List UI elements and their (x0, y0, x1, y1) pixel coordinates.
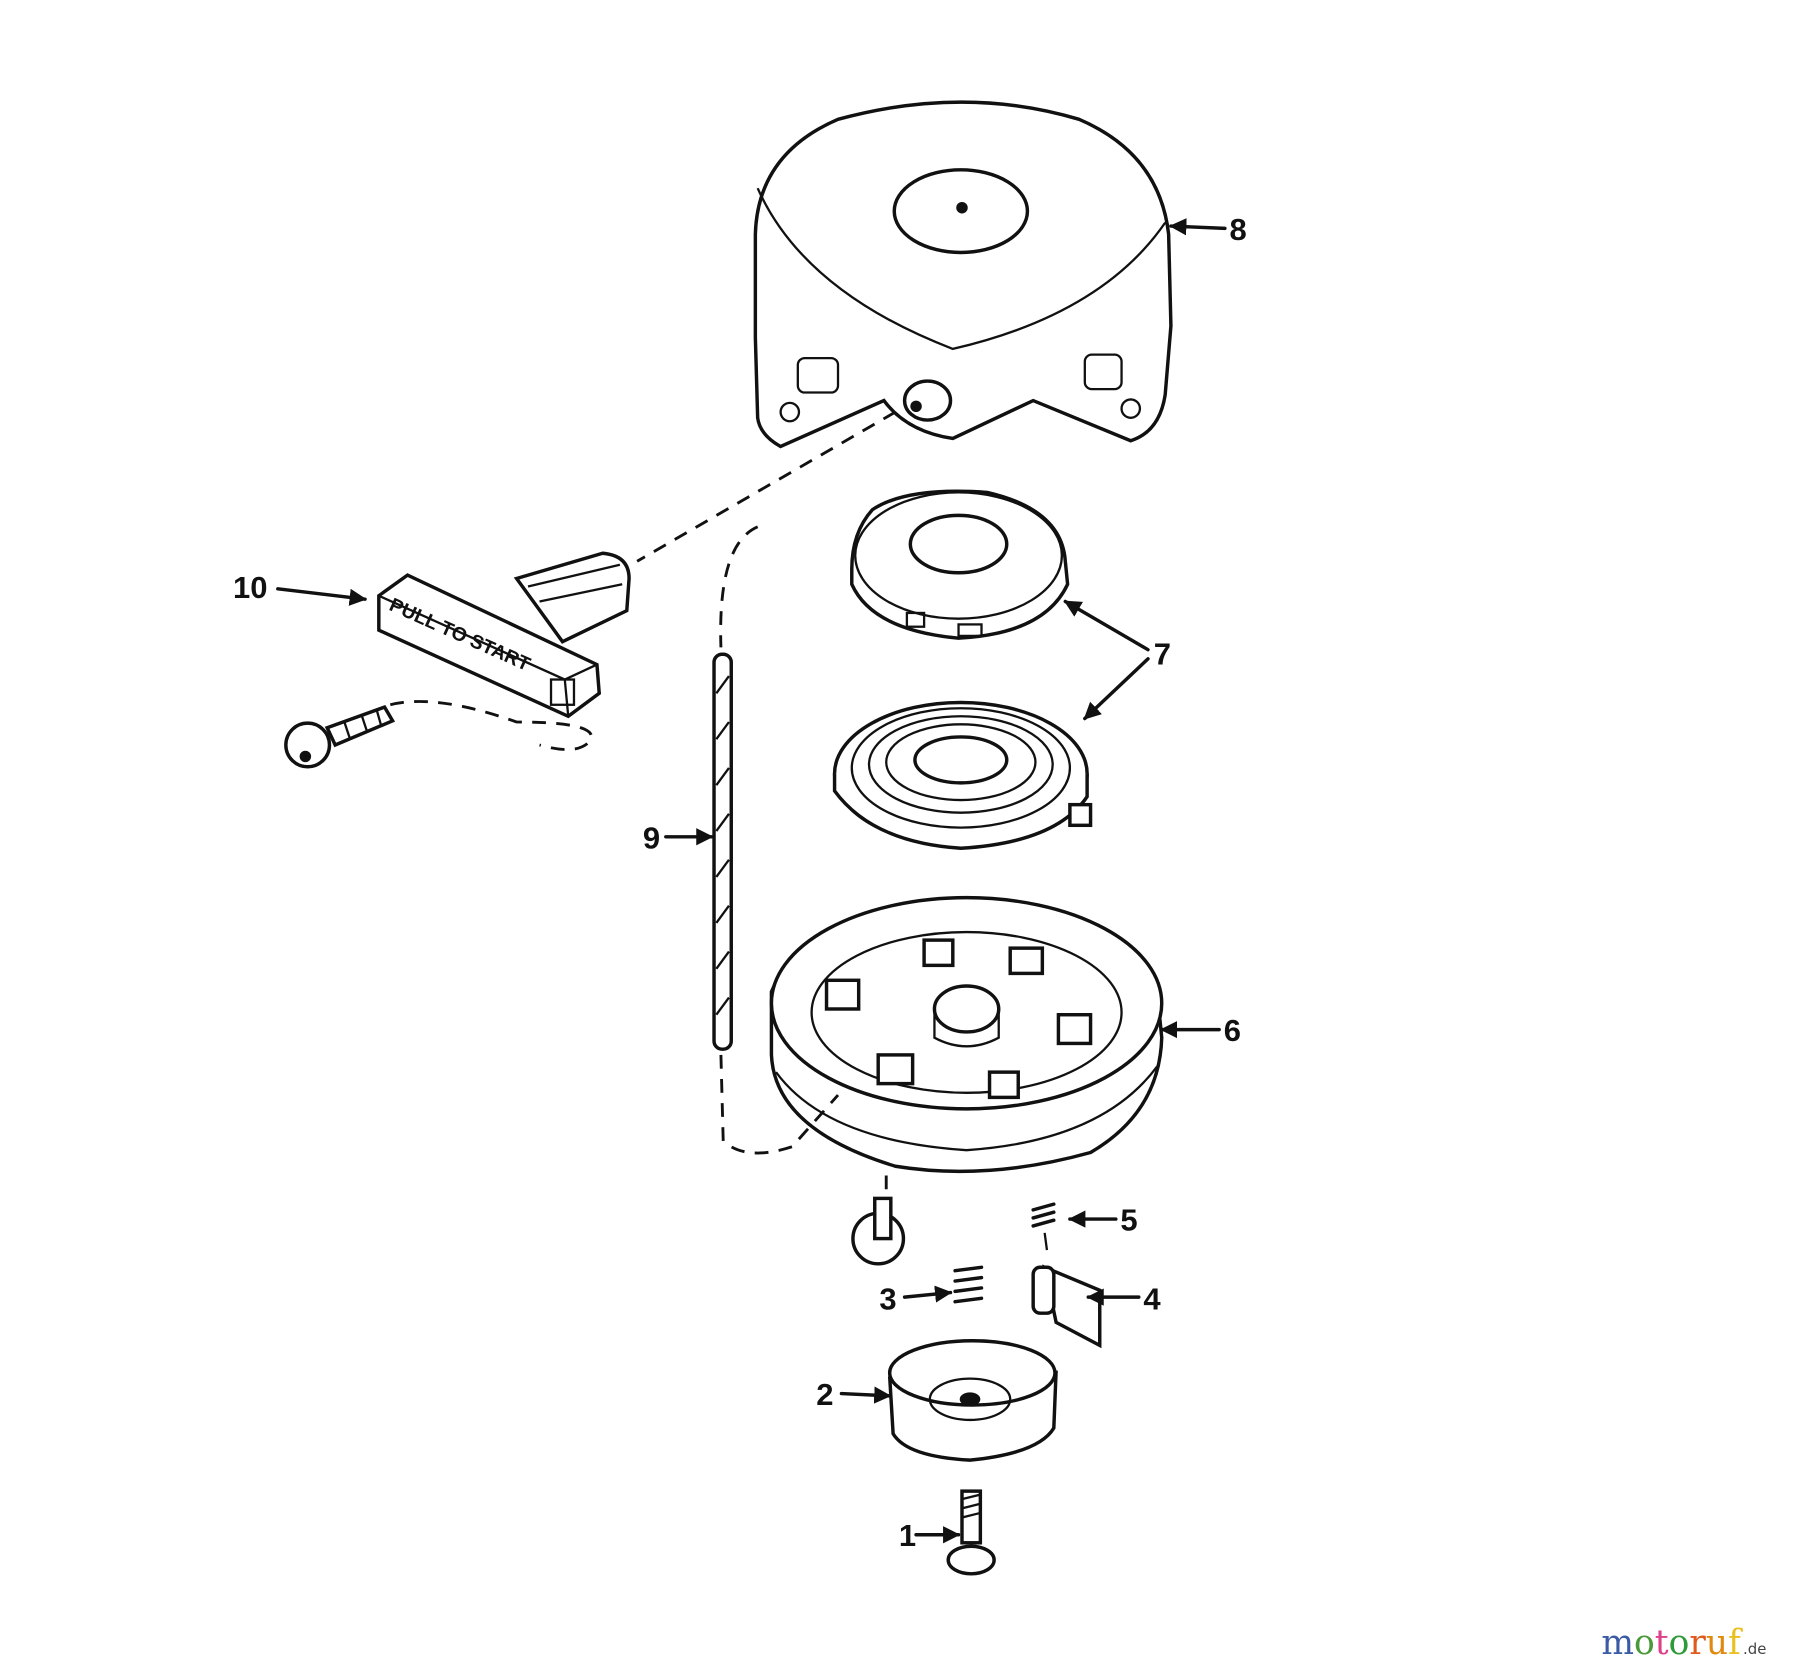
housing-part-8 (753, 100, 1173, 449)
starter-rope-part-9 (712, 652, 733, 1051)
part-label-5: 5 (1120, 1203, 1137, 1238)
part-label-4: 4 (1143, 1282, 1161, 1317)
rope-path-line (636, 410, 897, 563)
part-label-1: 1 (899, 1518, 916, 1553)
retainer-screw (851, 1196, 906, 1266)
callout-arrows (276, 218, 1227, 1544)
watermark-letter: t (1655, 1623, 1669, 1663)
watermark-letter: u (1706, 1623, 1728, 1663)
shoulder-screw-part-1 (946, 1489, 996, 1576)
rope-path-line (719, 525, 759, 648)
watermark-letter: o (1634, 1623, 1655, 1663)
watermark-text: motoruf.de (1601, 1623, 1766, 1663)
rope-path-line (389, 700, 593, 751)
watermark-letter: f (1728, 1623, 1743, 1663)
part-label-3: 3 (879, 1282, 896, 1317)
pawl-part-4 (1031, 1264, 1102, 1349)
starter-handle-part-10: PULL TO START (377, 551, 631, 719)
part-label-10: 10 (233, 570, 267, 605)
brake-cam-part-2 (887, 1339, 1058, 1462)
spring-cover-part-7 (850, 489, 1070, 640)
watermark-suffix: .de (1743, 1640, 1766, 1658)
rope-path-line (719, 1054, 840, 1155)
part-label-9: 9 (643, 820, 660, 855)
handle-screw (284, 704, 396, 769)
recoil-spring-part-7 (832, 700, 1093, 851)
part-label-8: 8 (1229, 212, 1246, 247)
part-label-7: 7 (1154, 637, 1171, 672)
small-spring-part-5 (1031, 1202, 1056, 1251)
part-label-6: 6 (1224, 1013, 1241, 1048)
spring-part-3 (953, 1265, 984, 1304)
part-label-2: 2 (816, 1377, 833, 1412)
pulley-part-6 (769, 895, 1164, 1174)
motoruf-watermark-logo: motoruf.de (1601, 1623, 1766, 1663)
watermark-letter: m (1601, 1623, 1634, 1663)
watermark-letter: r (1689, 1623, 1706, 1663)
watermark-letter: o (1669, 1623, 1690, 1663)
